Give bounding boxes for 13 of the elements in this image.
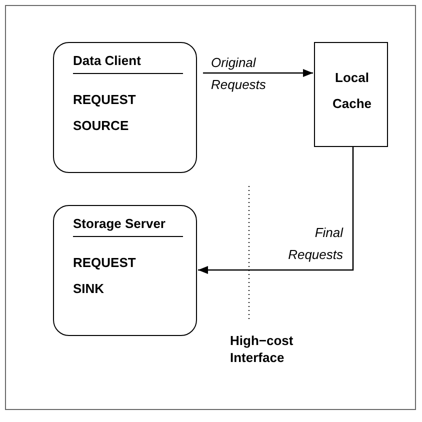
- interface-label: High−cost Interface: [230, 332, 294, 366]
- arrow: [198, 147, 354, 274]
- edge-label: Original Requests: [211, 54, 267, 94]
- node-text: REQUEST SOURCE: [73, 91, 137, 135]
- node-text: Local Cache: [331, 69, 373, 113]
- cache-box: [314, 42, 388, 147]
- arrow: [203, 69, 313, 77]
- server-box: [53, 205, 197, 336]
- node-title: Storage Server: [73, 216, 183, 237]
- edge-label: Final Requests: [287, 224, 343, 264]
- client-box: [53, 42, 197, 173]
- node-text: REQUEST SINK: [73, 254, 137, 298]
- node-title: Data Client: [73, 53, 183, 74]
